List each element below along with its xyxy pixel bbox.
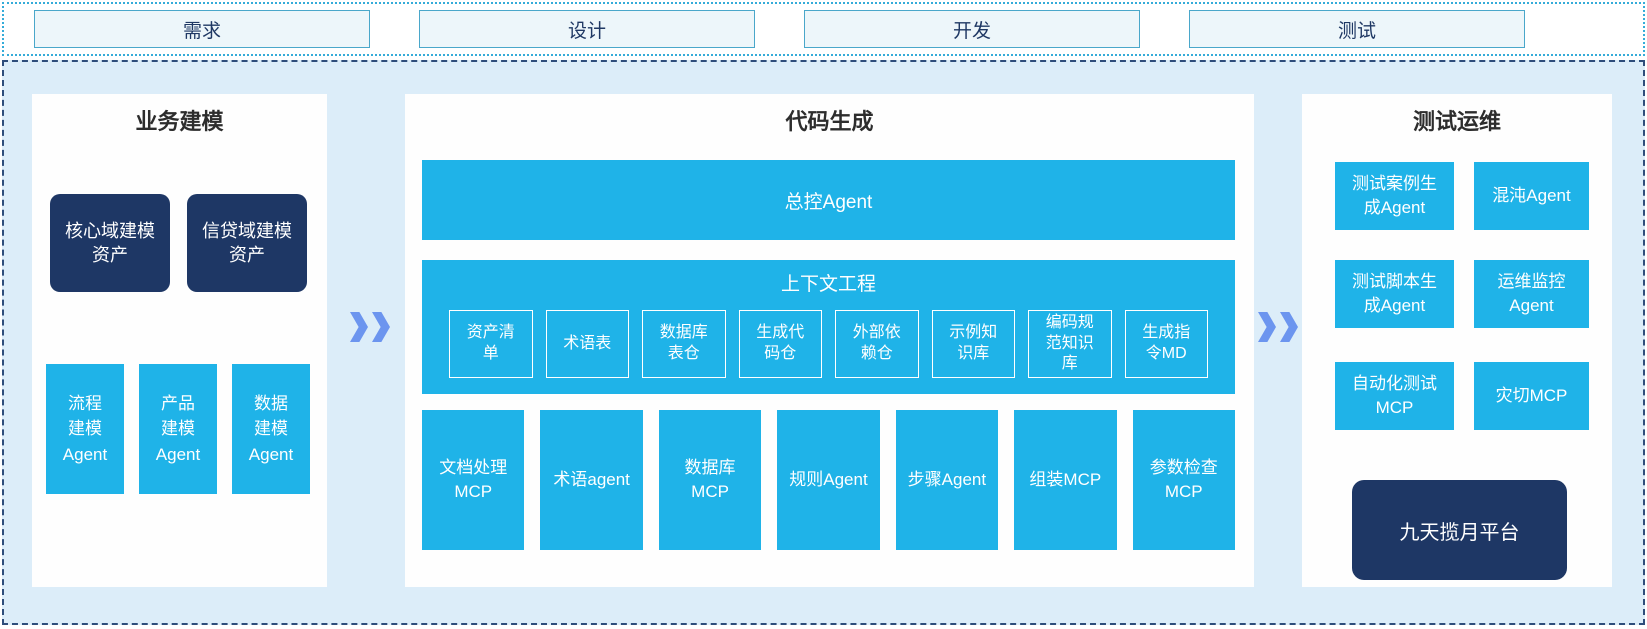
context-engineering-title: 上下文工程 [780, 274, 876, 295]
coding-standard-kb-box: 编码规范知识库 [1028, 310, 1112, 378]
chevron-icon [350, 312, 368, 342]
modeling-agents-row: 流程建模Agent 产品建模Agent 数据建模Agent [46, 364, 310, 494]
credit-domain-asset-box: 信贷域建模资产 [187, 194, 307, 292]
chaos-agent-box: 混沌Agent [1474, 162, 1589, 230]
generated-code-repo-box: 生成代码仓 [738, 310, 822, 378]
generation-instruction-md-box: 生成指令MD [1124, 310, 1208, 378]
test-ops-row: 自动化测试MCP 灾切MCP [1335, 362, 1589, 430]
glossary-box: 术语表 [545, 310, 629, 378]
double-chevron-icon [1258, 312, 1298, 342]
workers-row: 文档处理MCP 术语agent 数据库MCP 规则Agent 步骤Agent 组… [422, 410, 1235, 550]
param-check-mcp-box: 参数检查MCP [1132, 410, 1235, 550]
business-modeling-panel: 业务建模 核心域建模资产 信贷域建模资产 流程建模Agent 产品建模Agent… [32, 94, 327, 587]
disaster-switch-mcp-box: 灾切MCP [1474, 362, 1589, 430]
ops-monitoring-agent-box: 运维监控Agent [1474, 260, 1589, 328]
core-domain-asset-box: 核心域建模资产 [50, 194, 170, 292]
chevron-icon [1280, 312, 1298, 342]
steps-agent-box: 步骤Agent [895, 410, 999, 550]
stage-strip: 需求 设计 开发 测试 [2, 2, 1645, 56]
stage-design: 设计 [419, 10, 755, 48]
data-modeling-agent-box: 数据建模Agent [232, 364, 310, 494]
stage-testing: 测试 [1189, 10, 1525, 48]
db-table-repo-box: 数据库表仓 [642, 310, 726, 378]
business-modeling-title: 业务建模 [135, 109, 224, 134]
context-items-row: 资产清单 术语表 数据库表仓 生成代码仓 外部依赖仓 示例知识库 编码规范知识库… [449, 310, 1208, 378]
process-modeling-agent-box: 流程建模Agent [46, 364, 124, 494]
doc-processing-mcp-box: 文档处理MCP [422, 410, 525, 550]
code-generation-title: 代码生成 [785, 109, 874, 134]
test-ops-row: 测试脚本生成Agent 运维监控Agent [1335, 260, 1589, 328]
jiutian-lanyue-platform-box: 九天揽月平台 [1352, 480, 1567, 580]
rules-agent-box: 规则Agent [777, 410, 880, 550]
test-script-gen-agent-box: 测试脚本生成Agent [1335, 260, 1454, 328]
context-engineering-block: 上下文工程 资产清单 术语表 数据库表仓 生成代码仓 外部依赖仓 示例知识库 编… [422, 260, 1235, 394]
modeling-assets-row: 核心域建模资产 信贷域建模资产 [50, 194, 307, 292]
test-ops-title: 测试运维 [1412, 109, 1501, 134]
code-generation-panel: 代码生成 总控Agent 上下文工程 资产清单 术语表 数据库表仓 生成代码仓 … [405, 94, 1254, 587]
test-ops-row: 测试案例生成Agent 混沌Agent [1335, 162, 1589, 230]
asset-list-box: 资产清单 [449, 310, 533, 378]
external-deps-repo-box: 外部依赖仓 [835, 310, 919, 378]
chevron-icon [372, 312, 390, 342]
auto-test-mcp-box: 自动化测试MCP [1335, 362, 1454, 430]
product-modeling-agent-box: 产品建模Agent [139, 364, 217, 494]
main-container: 业务建模 核心域建模资产 信贷域建模资产 流程建模Agent 产品建模Agent… [2, 60, 1645, 625]
test-ops-panel: 测试运维 测试案例生成Agent 混沌Agent 测试脚本生成Agent 运维监… [1302, 94, 1612, 587]
stage-requirements: 需求 [34, 10, 370, 48]
stage-development: 开发 [804, 10, 1140, 48]
example-kb-box: 示例知识库 [931, 310, 1015, 378]
assembly-mcp-box: 组装MCP [1014, 410, 1117, 550]
master-agent-bar: 总控Agent [422, 160, 1235, 240]
test-case-gen-agent-box: 测试案例生成Agent [1335, 162, 1454, 230]
chevron-icon [1258, 312, 1276, 342]
terminology-agent-box: 术语agent [540, 410, 643, 550]
database-mcp-box: 数据库MCP [658, 410, 762, 550]
double-chevron-icon [350, 312, 390, 342]
